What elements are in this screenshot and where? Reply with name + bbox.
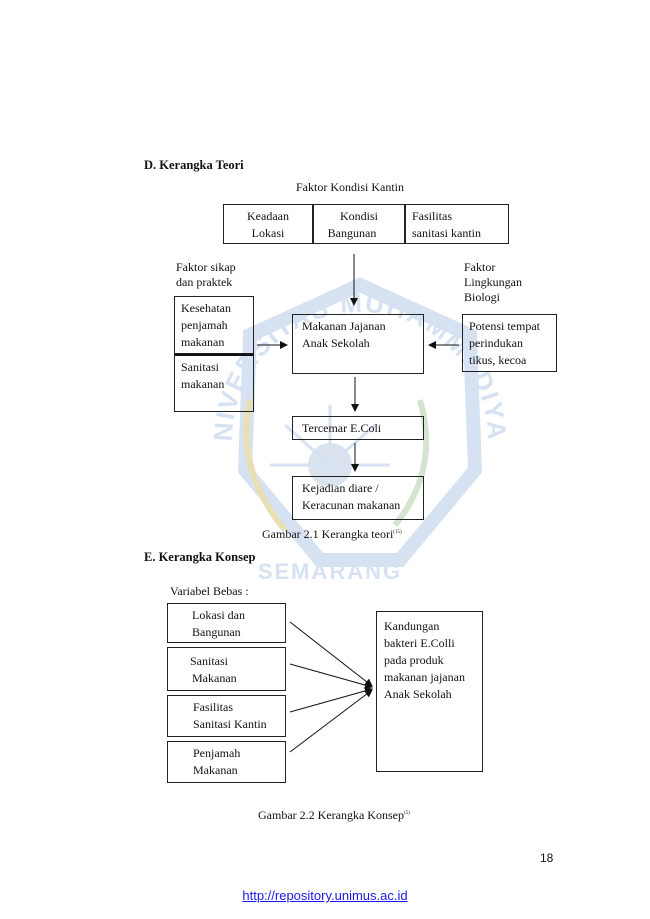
arrow-lokasi-to-kandungan	[289, 621, 373, 687]
box-tercemar-ecoli: Tercemar E.Coli	[292, 416, 424, 440]
box-penjamah-makanan: Penjamah Makanan	[167, 741, 286, 783]
box-kondisi-bangunan: Kondisi Bangunan	[313, 204, 405, 244]
box-kandungan-bakteri: Kandungan bakteri E.Colli pada produk ma…	[376, 611, 483, 772]
box-kesehatan-penjamah: Kesehatan penjamah makanan	[174, 296, 254, 354]
box-lokasi-bangunan: Lokasi dan Bangunan	[167, 603, 286, 643]
watermark-pentagon	[237, 277, 483, 567]
faktor-sikap-label: Faktor sikap dan praktek	[176, 260, 236, 289]
box-potensi-tempat: Potensi tempat perindukan tikus, kecoa	[462, 314, 557, 372]
box-fasilitas-sanitasi-e: Fasilitas Sanitasi Kantin	[167, 695, 286, 737]
box-makanan-jajanan: Makanan Jajanan Anak Sekolah	[292, 314, 424, 374]
faktor-kondisi-kantin-label: Faktor Kondisi Kantin	[296, 180, 404, 194]
figure-2-2-caption: Gambar 2.2 Kerangka Konsep(5)	[258, 808, 410, 822]
arrow-penjamah-to-kandungan	[289, 689, 373, 753]
watermark-leaf-right	[392, 399, 430, 527]
variabel-bebas-label: Variabel Bebas :	[170, 584, 249, 598]
faktor-lingkungan-biologi-label: Faktor Lingkungan Biologi	[464, 260, 522, 304]
box-fasilitas-sanitasi-kantin: Fasilitas sanitasi kantin	[405, 204, 509, 244]
watermark-leaf-left	[243, 399, 288, 532]
box-keadaan-lokasi: Keadaan Lokasi	[223, 204, 313, 244]
figure-2-1-caption: Gambar 2.1 Kerangka teori(15)	[262, 527, 402, 541]
box-sanitasi-makanan-e: Sanitasi Makanan	[167, 647, 286, 691]
box-sanitasi-makanan-d: Sanitasi makanan	[174, 354, 254, 412]
watermark-text-bottom: SEMARANG	[258, 559, 402, 584]
arrow-sanitasi-to-kandungan	[289, 663, 373, 689]
section-e-heading: E. Kerangka Konsep	[144, 550, 256, 564]
arrow-fasilitas-to-kandungan	[289, 687, 373, 713]
page-number: 18	[540, 851, 554, 865]
box-kejadian-diare: Kejadian diare / Keracunan makanan	[292, 476, 424, 520]
section-d-heading: D. Kerangka Teori	[144, 158, 244, 172]
repository-link[interactable]: http://repository.unimus.ac.id	[242, 888, 408, 903]
